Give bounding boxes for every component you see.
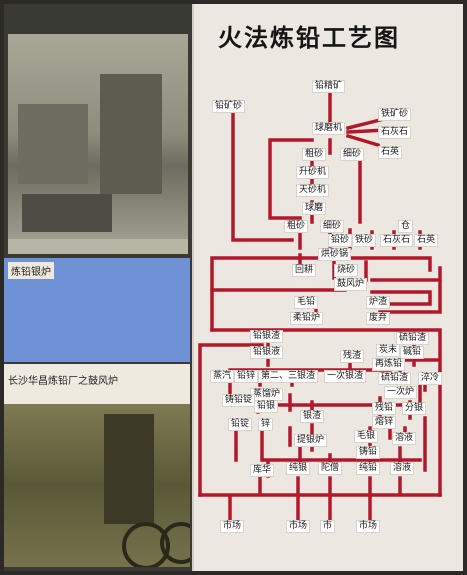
node-lead-ingot: 铅锭 (228, 418, 253, 431)
node-alkali-lead: 碱铅 (400, 346, 425, 359)
node-quartz: 石英 (378, 146, 403, 159)
node-charcoal: 炭末 (376, 344, 401, 357)
node-discard: 废弃 (366, 312, 391, 325)
node-iron-sand: 铁砂 (352, 234, 377, 247)
node-lead-concentrate: 铅精矿 (312, 80, 346, 93)
node-cast-lead: 铸铅 (356, 446, 381, 459)
node-market-2: 市场 (286, 520, 311, 533)
node-litharge: 陀僧 (318, 462, 343, 475)
photo-building-left (18, 104, 88, 184)
node-lead-silver-liquid: 铅银液 (250, 346, 284, 359)
photo-machine (104, 414, 154, 524)
node-residue: 残渣 (340, 350, 365, 363)
node-primary-furnace: 一次炉 (384, 386, 418, 399)
node-residual-lead: 残铅 (372, 402, 397, 415)
flow-line (210, 280, 442, 314)
node-limestone: 石灰石 (378, 126, 412, 139)
node-lead-sand: 铅砂 (328, 234, 353, 247)
furnace-photo-bottom (4, 404, 190, 567)
node-fine-sand-2: 细砂 (320, 220, 345, 233)
node-blast-furnace: 鼓风炉 (334, 278, 368, 291)
node-fine-sand: 细砂 (340, 148, 365, 161)
node-first-silver-slag: 一次银渣 (324, 370, 367, 383)
node-lead-zinc: 铅锌 (234, 370, 259, 383)
node-grinding: 球磨 (302, 202, 327, 215)
node-sulfur-lead-slag-2: 硫铅渣 (378, 372, 412, 385)
caption-bottom: 长沙华昌炼铅厂之鼓风炉 (8, 376, 118, 387)
flow-line (198, 476, 442, 522)
photo-building-right (100, 74, 162, 194)
node-ball-mill: 球磨机 (312, 122, 346, 135)
node-bin: 仓 (398, 220, 414, 233)
node-silver-furnace: 提银炉 (294, 434, 328, 447)
node-molten-zinc: 熔锌 (372, 416, 397, 429)
node-market-1: 市场 (220, 520, 245, 533)
photo-cart (22, 194, 112, 232)
node-iron-ore: 铁矿砂 (378, 108, 412, 121)
node-softening-furnace: 柔铅炉 (290, 312, 324, 325)
node-slag: 炉渣 (366, 296, 391, 309)
node-lead-ore: 铅矿砂 (212, 100, 246, 113)
node-zinc-2: 锌 (258, 418, 274, 431)
node-sand-lifter: 升砂机 (296, 166, 330, 179)
node-solution: 溶液 (392, 432, 417, 445)
node-quench: 淬冷 (418, 372, 443, 385)
node-coarse-sand-2: 粗砂 (284, 220, 309, 233)
flow-line (231, 89, 391, 242)
node-pure-silver: 纯银 (286, 462, 311, 475)
node-crude-silver: 毛银 (354, 430, 379, 443)
node-market-3: 市 (320, 520, 336, 533)
node-sintered-sand: 烧砂 (334, 264, 359, 277)
furnace-photo-top (8, 34, 188, 254)
caption-card (4, 364, 190, 406)
node-return: 回耕 (292, 264, 317, 277)
node-kuhua: 库华 (250, 464, 275, 477)
node-sulfur-lead-slag: 硫铅渣 (396, 332, 430, 345)
node-roasting-pan: 烘砂锅 (318, 248, 352, 261)
photo-ground (8, 239, 188, 254)
flow-board (192, 4, 463, 571)
node-pure-lead: 纯铅 (356, 462, 381, 475)
node-quartz-2: 石英 (414, 234, 439, 247)
node-sand-machine: 天砂机 (296, 184, 330, 197)
node-silver-split: 分银 (402, 402, 427, 415)
node-second-third-silver-slag: 第二、三银渣 (258, 370, 319, 383)
node-limestone-2: 石灰石 (380, 234, 414, 247)
caption-top: 炼铅银炉 (8, 262, 54, 279)
node-crude-lead: 毛铅 (294, 296, 319, 309)
node-lead-silver: 铅银 (254, 400, 279, 413)
node-coarse-sand: 粗砂 (302, 148, 327, 161)
node-steam: 蒸汽 (210, 370, 235, 383)
photo-wheel-2 (160, 522, 190, 564)
page-title: 火法炼铅工艺图 (218, 24, 400, 52)
node-solution-2: 溶液 (390, 462, 415, 475)
node-lead-silver-slag: 铅银渣 (250, 330, 284, 343)
node-relead: 再炼铅 (372, 358, 406, 371)
node-cast-lead-ingot: 铸铅锭 (222, 394, 256, 407)
node-silver-slag: 银渣 (300, 410, 325, 423)
node-market-4: 市场 (356, 520, 381, 533)
